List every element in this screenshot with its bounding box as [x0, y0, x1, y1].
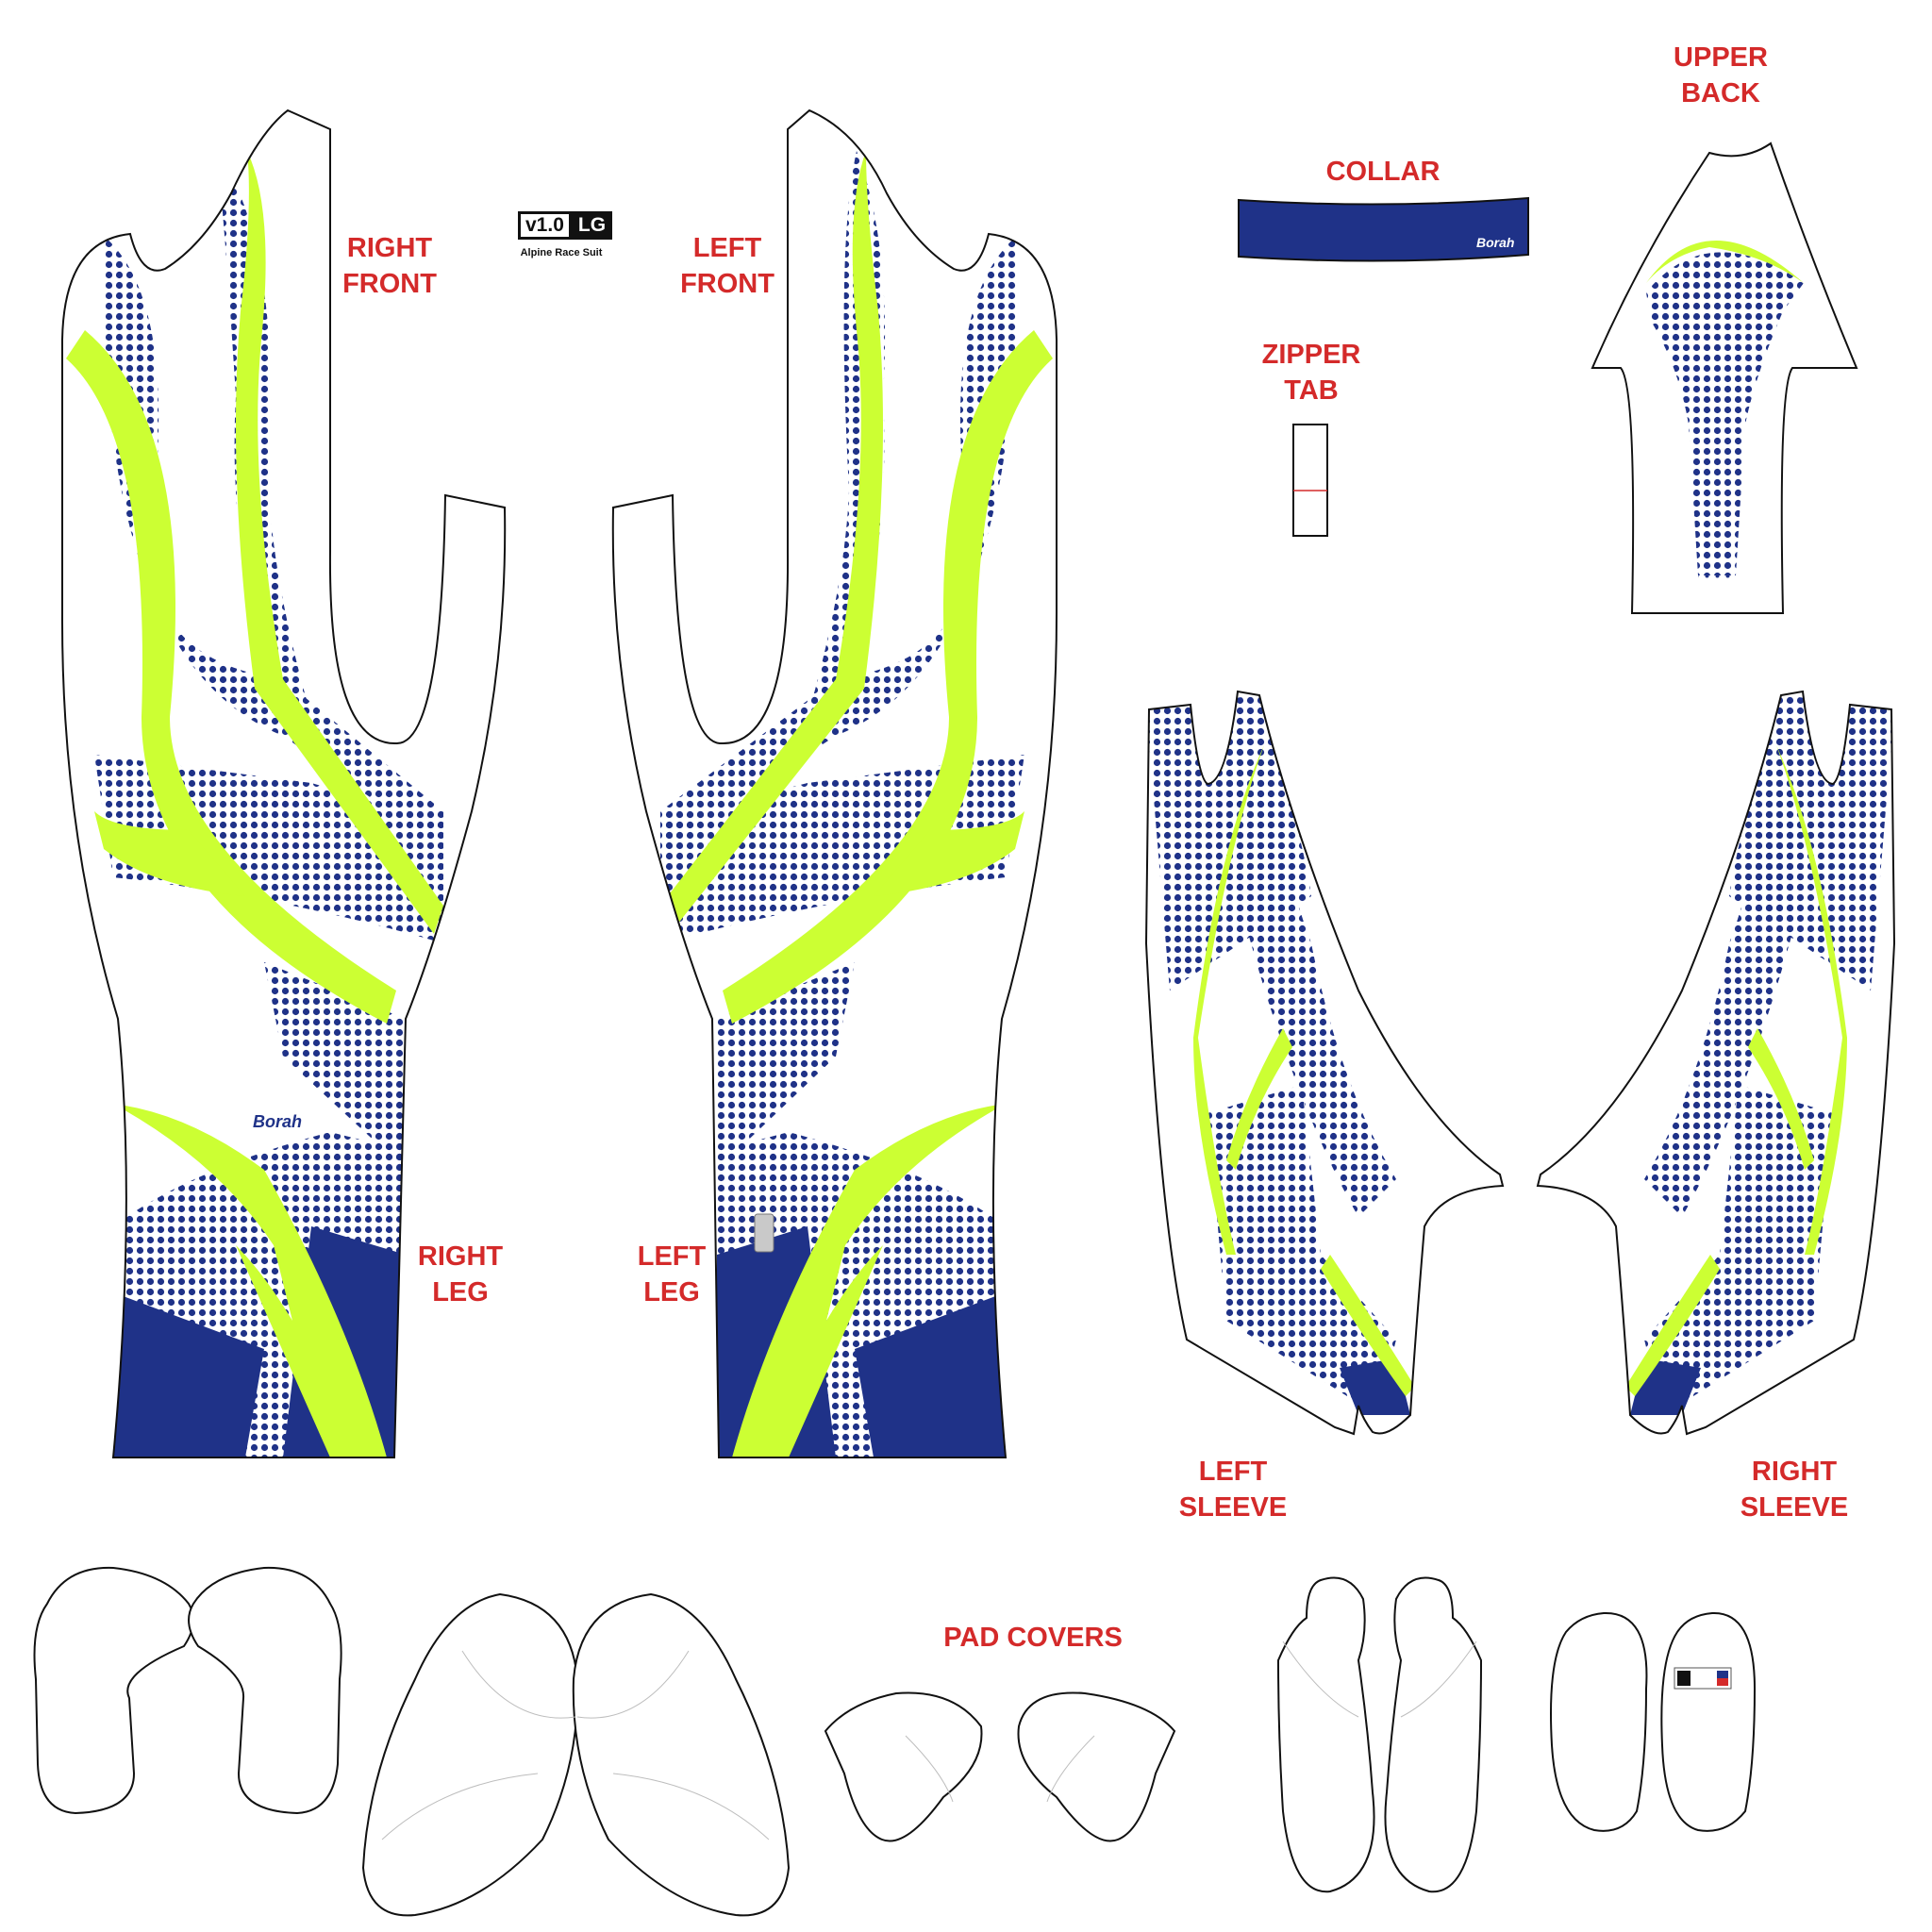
label-left-leg: LEFT LEG [637, 1241, 707, 1307]
left-front-panel [611, 108, 1058, 1458]
label-left-front: LEFT FRONT [680, 233, 774, 299]
left-sleeve-panel [1144, 690, 1505, 1436]
pad-cover-knee-left [824, 1691, 983, 1842]
pad-cover-hip-left [361, 1592, 579, 1917]
product-name: Alpine Race Suit [520, 247, 603, 258]
pad-cover-knee-right [1017, 1691, 1176, 1842]
collar-panel: Borah [1238, 196, 1529, 262]
logo-collar: Borah [1476, 235, 1514, 250]
badge-patch-icon [754, 1213, 774, 1253]
version-text: v1.0 [518, 211, 572, 240]
label-right-front: RIGHT FRONT [342, 233, 437, 299]
label-collar: COLLAR [1325, 157, 1441, 187]
pad-covers [33, 1566, 1757, 1917]
pad-cover-shoulder-left [33, 1566, 194, 1815]
upper-back-panel [1591, 142, 1858, 614]
label-pad-covers: PAD COVERS [943, 1623, 1123, 1653]
zipper-tab-panel [1292, 424, 1328, 537]
pad-cover-shin-right [1384, 1576, 1483, 1893]
pad-cover-forearm-left [1550, 1611, 1648, 1832]
size-text: LG [571, 211, 613, 240]
logo-right-leg: Borah [253, 1112, 302, 1131]
label-tag-icon [1674, 1667, 1732, 1690]
label-zipper-tab: ZIPPER TAB [1261, 340, 1361, 406]
pad-cover-guide-lines [381, 1641, 1477, 1840]
label-left-sleeve: LEFT SLEEVE [1178, 1457, 1288, 1523]
version-badge: v1.0 LG [518, 211, 613, 240]
pad-cover-shoulder-right [188, 1566, 342, 1815]
pad-cover-hip-right [572, 1592, 791, 1917]
right-sleeve-panel [1536, 690, 1896, 1436]
label-upper-back: UPPER BACK [1674, 42, 1768, 108]
label-right-leg: RIGHT LEG [417, 1241, 504, 1307]
pad-cover-forearm-right [1660, 1611, 1757, 1832]
pad-cover-shin-left [1276, 1576, 1375, 1893]
label-right-sleeve: RIGHT SLEEVE [1740, 1457, 1849, 1523]
